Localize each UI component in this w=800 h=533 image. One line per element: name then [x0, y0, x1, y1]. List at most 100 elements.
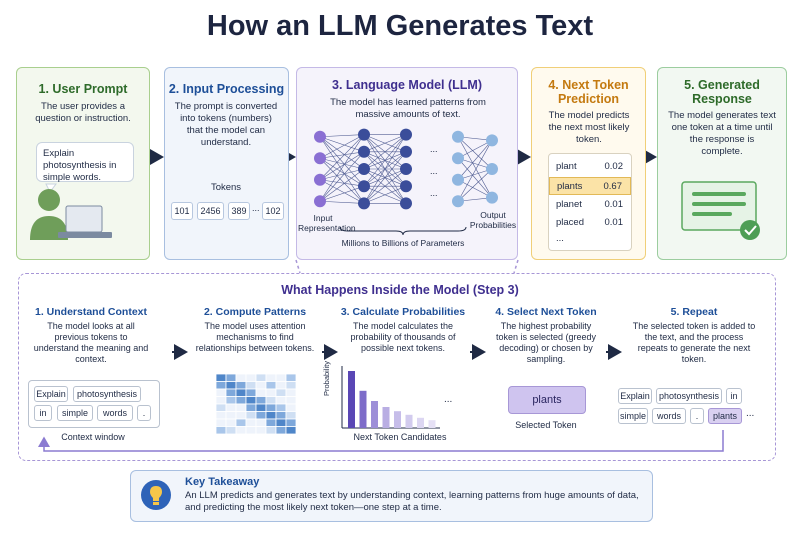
- nn-edge: [319, 200, 365, 204]
- nn-edge: [363, 134, 407, 153]
- repeat-token: .: [690, 408, 704, 424]
- attention-cell: [255, 381, 267, 390]
- attention-cell: [245, 403, 257, 412]
- attention-cell: [245, 388, 257, 397]
- key-takeaway-text: An LLM predicts and generates text by un…: [185, 490, 639, 513]
- repeat-loop-arrow: [38, 430, 724, 452]
- step-generated-response: 5. Generated Response The model generate…: [657, 67, 787, 260]
- input-representation-label: Input Representation: [298, 213, 356, 233]
- attention-cell: [225, 403, 237, 412]
- nn-node: [314, 130, 326, 143]
- attention-cell: [265, 411, 277, 420]
- attention-cell: [265, 388, 277, 397]
- attention-cell: [215, 403, 227, 412]
- nn-edge: [363, 185, 407, 204]
- nn-edge: [319, 136, 365, 153]
- nn-edge: [363, 134, 407, 187]
- step-title: 1. User Prompt: [38, 82, 128, 96]
- nn-node: [486, 134, 498, 147]
- attention-cell: [225, 396, 237, 405]
- attention-cell: [285, 373, 297, 382]
- nn-node: [452, 173, 464, 186]
- selected-token-caption: Selected Token: [515, 420, 577, 430]
- attention-cell: [265, 396, 277, 405]
- nn-edge: [457, 140, 493, 180]
- prediction-row: plant 0.02: [549, 158, 631, 176]
- attention-cell: [245, 396, 257, 405]
- neural-network-diagram: .........: [314, 128, 498, 210]
- nn-node: [358, 163, 370, 175]
- attention-cell: [245, 418, 257, 427]
- step-text: The model generates text one token at a …: [668, 110, 776, 157]
- substep-text: The highest probability token is selecte…: [495, 321, 597, 364]
- attention-cell: [265, 373, 277, 382]
- attention-cell: [245, 411, 257, 420]
- attention-cell: [285, 381, 297, 390]
- prediction-word: ...: [556, 233, 564, 244]
- nn-edge: [319, 158, 365, 204]
- prediction-prob: 0.02: [604, 161, 624, 172]
- attention-cell: [235, 411, 247, 420]
- context-token: in: [34, 405, 52, 421]
- nn-edge: [319, 185, 365, 202]
- attention-cell: [225, 411, 237, 420]
- probability-bar: [359, 390, 367, 428]
- substep-text: The model calculates the probability of …: [350, 321, 456, 353]
- attention-cell: [215, 426, 227, 435]
- nn-edge: [363, 151, 407, 204]
- zoom-connector: [295, 259, 519, 274]
- page-title: How an LLM Generates Text: [206, 10, 594, 42]
- nn-ellipsis: ...: [430, 144, 438, 154]
- repeat-token: simple: [618, 408, 648, 424]
- substep-text: The model uses attention mechanisms to f…: [195, 321, 315, 353]
- probability-bar: [382, 407, 390, 428]
- nn-node: [400, 128, 412, 141]
- attention-cell: [225, 373, 237, 382]
- context-token: Explain: [34, 386, 68, 402]
- token-chip: 2456: [197, 202, 224, 220]
- key-takeaway-box: [130, 470, 653, 522]
- nn-node: [486, 163, 498, 175]
- attention-cell: [285, 411, 297, 420]
- nn-node: [358, 197, 370, 210]
- key-takeaway-title: Key Takeaway: [185, 476, 260, 488]
- nn-edge: [319, 134, 365, 138]
- nn-edge: [319, 136, 365, 170]
- nn-node: [400, 180, 412, 193]
- step-text: The model has learned patterns from mass…: [330, 97, 486, 120]
- prediction-prob: 0.67: [603, 181, 623, 192]
- substep-title: 3. Calculate Probabilities: [340, 306, 466, 318]
- nn-edge: [457, 179, 493, 198]
- nn-node: [400, 197, 412, 210]
- attention-cell: [255, 396, 267, 405]
- attention-cell: [215, 411, 227, 420]
- nn-edge: [457, 158, 493, 198]
- attention-cell: [235, 396, 247, 405]
- token-ellipsis: ...: [252, 203, 260, 213]
- prediction-word: plants: [557, 181, 583, 192]
- nn-edge: [457, 136, 493, 198]
- prompt-bubble: Explain photosynthesis in simple words.: [36, 142, 134, 183]
- step-text: The prompt is converted into tokens (num…: [174, 101, 278, 148]
- nn-edge: [319, 168, 365, 202]
- nn-edge: [363, 168, 407, 204]
- step-title: 2. Input Processing: [168, 82, 285, 96]
- lightbulb-icon: [141, 480, 171, 510]
- nn-node: [400, 145, 412, 158]
- nn-edge: [363, 134, 407, 170]
- attention-cell: [225, 426, 237, 435]
- attention-cell: [285, 388, 297, 397]
- attention-cell: [235, 403, 247, 412]
- step-title: 3. Language Model (LLM): [332, 78, 482, 92]
- prediction-table: plant 0.02 plants 0.67 planet 0.01 place…: [548, 153, 632, 251]
- prediction-word: plant: [556, 161, 577, 172]
- params-brace: [339, 226, 467, 236]
- inner-model-section: [18, 273, 776, 461]
- attention-cell: [265, 426, 277, 435]
- attention-cell: [235, 418, 247, 427]
- attention-cell: [235, 381, 247, 390]
- substep-title: 5. Repeat: [670, 306, 718, 318]
- attention-cell: [215, 388, 227, 397]
- prediction-row: placed 0.01: [549, 214, 631, 232]
- prediction-word: planet: [556, 199, 582, 210]
